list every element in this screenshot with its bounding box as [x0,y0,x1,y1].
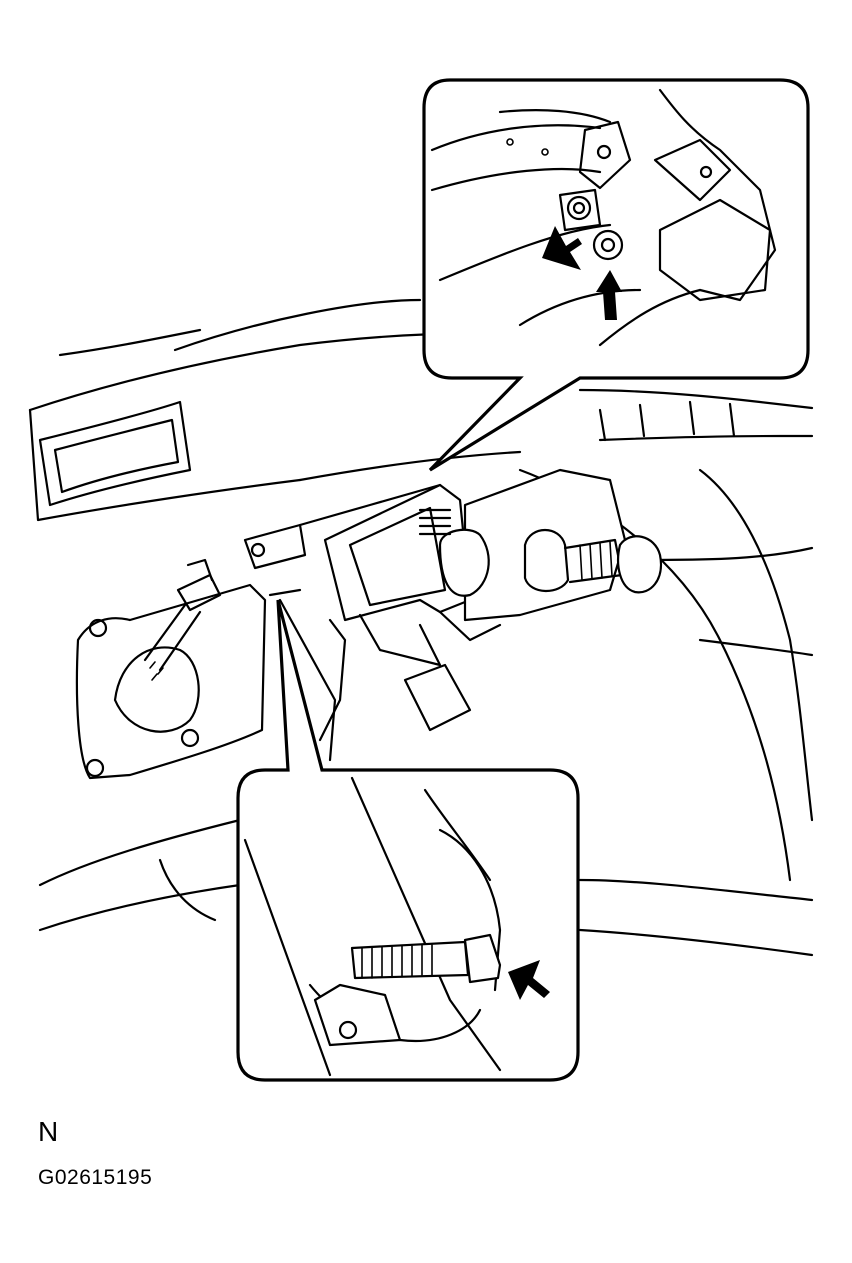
nut-icon-2 [592,229,624,261]
orientation-mark: N [38,1116,59,1147]
arrow-icon-1 [542,226,582,270]
upper-callout [422,78,810,472]
bolt-icon [350,940,470,980]
intermediate-shaft-assembly [75,558,267,780]
nut-icon-1 [566,195,592,221]
steering-column-diagram [28,78,814,1082]
steering-column-assembly [243,468,663,762]
arrow-icon-2 [596,270,622,320]
arrow-icon-3 [508,960,550,1000]
lower-callout [236,599,580,1082]
figure-code: G02615195 [38,1166,153,1189]
